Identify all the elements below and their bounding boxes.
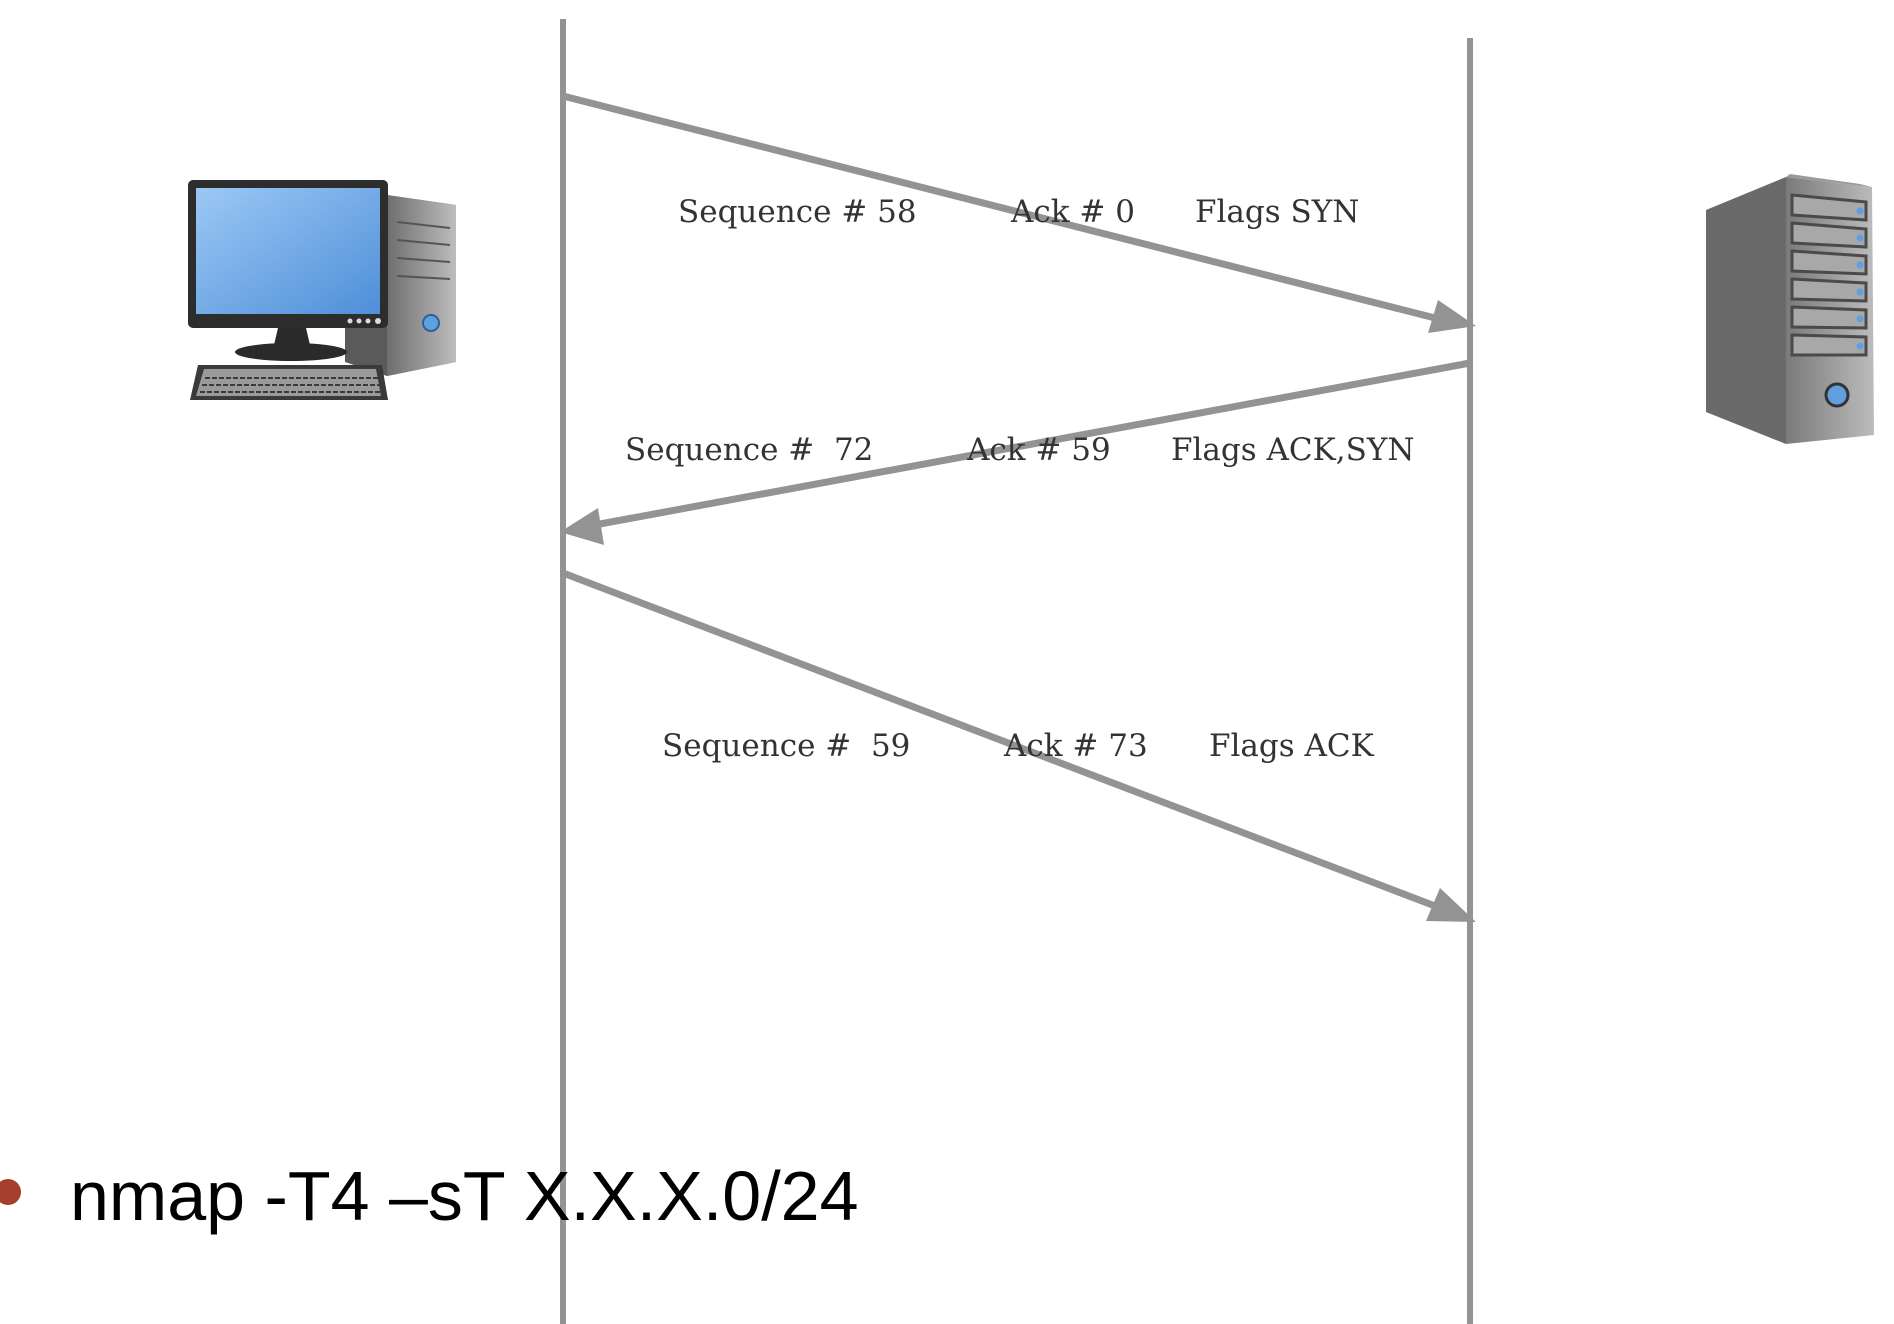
packet-arrow-ack xyxy=(561,569,1476,922)
packet-arrow-syn-ack xyxy=(560,359,1471,545)
sequence-label: Sequence # 72 xyxy=(625,432,873,468)
flags-label: Flags ACK,SYN xyxy=(1171,432,1414,468)
ack-label: Ack # 0 xyxy=(1010,194,1135,230)
nmap-command-text: nmap -T4 –sT X.X.X.0/24 xyxy=(70,1157,859,1235)
sequence-label: Sequence # 58 xyxy=(678,194,917,230)
ack-label: Ack # 59 xyxy=(966,432,1111,468)
bullet-dot xyxy=(0,1179,21,1205)
packet-label-syn-ack: Sequence # 72 Ack # 59 Flags ACK,SYN xyxy=(625,432,1414,468)
packet-label-ack: Sequence # 59 Ack # 73 Flags ACK xyxy=(662,728,1375,764)
sequence-label: Sequence # 59 xyxy=(662,728,910,764)
packet-arrow-syn xyxy=(562,92,1476,333)
flags-label: Flags SYN xyxy=(1195,194,1359,230)
server-tower-icon xyxy=(1706,174,1874,444)
ack-label: Ack # 73 xyxy=(1003,728,1148,764)
packet-label-syn: Sequence # 58 Ack # 0 Flags SYN xyxy=(678,194,1359,230)
flags-label: Flags ACK xyxy=(1209,728,1375,764)
desktop-computer-icon xyxy=(188,180,456,400)
